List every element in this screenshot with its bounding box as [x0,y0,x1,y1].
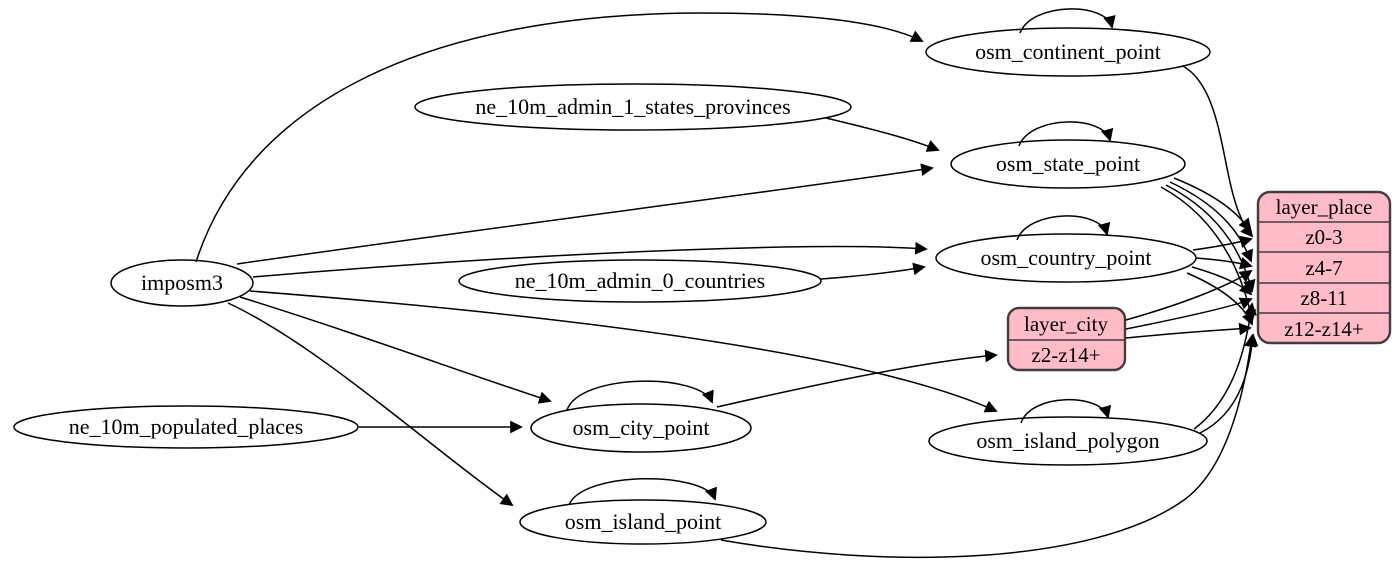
ne-10m-admin-0-label: ne_10m_admin_0_countries [515,268,766,293]
osm-city-point-label: osm_city_point [573,415,710,440]
osm-country-point-label: osm_country_point [980,245,1151,270]
node-imposm3: imposm3 [110,259,254,307]
edge-imposm3-to-osm_state_point [236,163,934,265]
node-osm_city_point: osm_city_point [530,403,752,453]
osm-continent-point-ellipse [925,27,1211,77]
edge-osm_city_point-to-layer_city-z2-z14+ [716,349,998,408]
edge-layer_city-to-layer_place-z12-z14+ [1125,322,1252,339]
osm-continent-point-label: osm_continent_point [975,39,1161,64]
node-ne_10m_populated_places: ne_10m_populated_places [13,405,359,449]
edge-ne_10m_admin_1_states_provinces-to-osm_state_point [825,117,940,152]
edge-osm_country_point-to-layer_place-z8-11 [1191,266,1253,296]
edge-osm_island_polygon-to-layer_place-z12-z14+ [1199,333,1259,434]
ne-10m-admin-1-label: ne_10m_admin_1_states_provinces [475,94,790,119]
edge-osm_state_point-to-layer_place-z0-3 [1173,177,1252,232]
layer-city-box [1006,306,1127,372]
edge-imposm3-to-osm_country_point [252,241,928,278]
edge-layer_city-to-layer_place-z4-7 [1125,269,1253,321]
ne-10m-populated-places-label: ne_10m_populated_places [69,414,304,439]
node-osm_country_point: osm_country_point [935,233,1197,283]
edge-layer [195,8,1259,559]
edge-imposm3-to-osm_continent_point [195,12,924,263]
edge-osm_country_point-to-layer_place-z0-3 [1192,235,1253,251]
node-ne_10m_admin_1_states_provinces: ne_10m_admin_1_states_provinces [414,83,852,131]
record-layer_city: layer_city z2-z14+ [1006,306,1127,372]
edge-imposm3-to-osm_island_polygon [249,290,998,413]
layer-place-row-z8-11: z8-11 [1300,286,1347,310]
node-osm_state_point: osm_state_point [950,139,1186,189]
edge-osm_island_point-to-layer_place-z12-z14+ [720,334,1257,559]
osm-island-polygon-ellipse [928,416,1208,466]
layer-place-row-z12-z14: z12-z14+ [1284,317,1363,341]
edge-layer_city-to-layer_place-z8-11 [1125,297,1253,330]
ne-10m-admin-1-ellipse [414,83,852,131]
self-loop-osm_state_point [1018,121,1114,147]
osm-island-polygon-label: osm_island_polygon [976,428,1159,453]
edge-osm_country_point-to-layer_place-z12-z14+ [1186,272,1254,326]
edge-osm_state_point-to-layer_place-z4-7 [1169,181,1253,263]
layer-city-header: layer_city [1024,312,1108,336]
layer-place-row-z4-7: z4-7 [1305,256,1342,280]
imposm3-label: imposm3 [141,270,223,295]
node-osm_island_point: osm_island_point [519,499,767,545]
layer-city-row-z2-z14: z2-z14+ [1032,343,1101,367]
self-loop-osm_continent_point [1019,8,1116,34]
ne-10m-populated-places-ellipse [13,405,359,449]
edge-imposm3-to-osm_city_point [239,296,552,404]
self-loop-osm_island_polygon [1020,399,1112,424]
node-ne_10m_admin_0_countries: ne_10m_admin_0_countries [458,259,822,303]
osm-state-point-ellipse [950,139,1186,189]
osm-island-point-label: osm_island_point [565,509,721,534]
edge-osm_country_point-to-layer_place-z4-7 [1195,256,1253,270]
record-layer_place: layer_place z0-3 z4-7 z8-11 z12-z14+ [1256,190,1392,345]
node-osm_island_polygon: osm_island_polygon [928,416,1208,466]
self-loop-osm_country_point [1016,215,1111,241]
edge-ne_10m_admin_0_countries-to-osm_country_point [820,262,926,280]
self-loop-osm_island_point [568,478,717,506]
osm-island-point-ellipse [519,499,767,545]
imposm3-ellipse [110,259,254,307]
layer-place-header: layer_place [1276,195,1373,219]
self-loop-osm_city_point [566,380,714,411]
osm-city-point-ellipse [530,403,752,453]
edge-osm_island_polygon-to-layer_place-z8-11 [1193,302,1257,430]
ne-10m-admin-0-ellipse [458,259,822,303]
layer-place-row-z0-3: z0-3 [1305,225,1342,249]
layer-place-box [1256,190,1392,345]
edge-imposm3-to-osm_island_point [227,302,514,507]
osm-state-point-label: osm_state_point [996,151,1140,176]
node-osm_continent_point: osm_continent_point [925,27,1211,77]
